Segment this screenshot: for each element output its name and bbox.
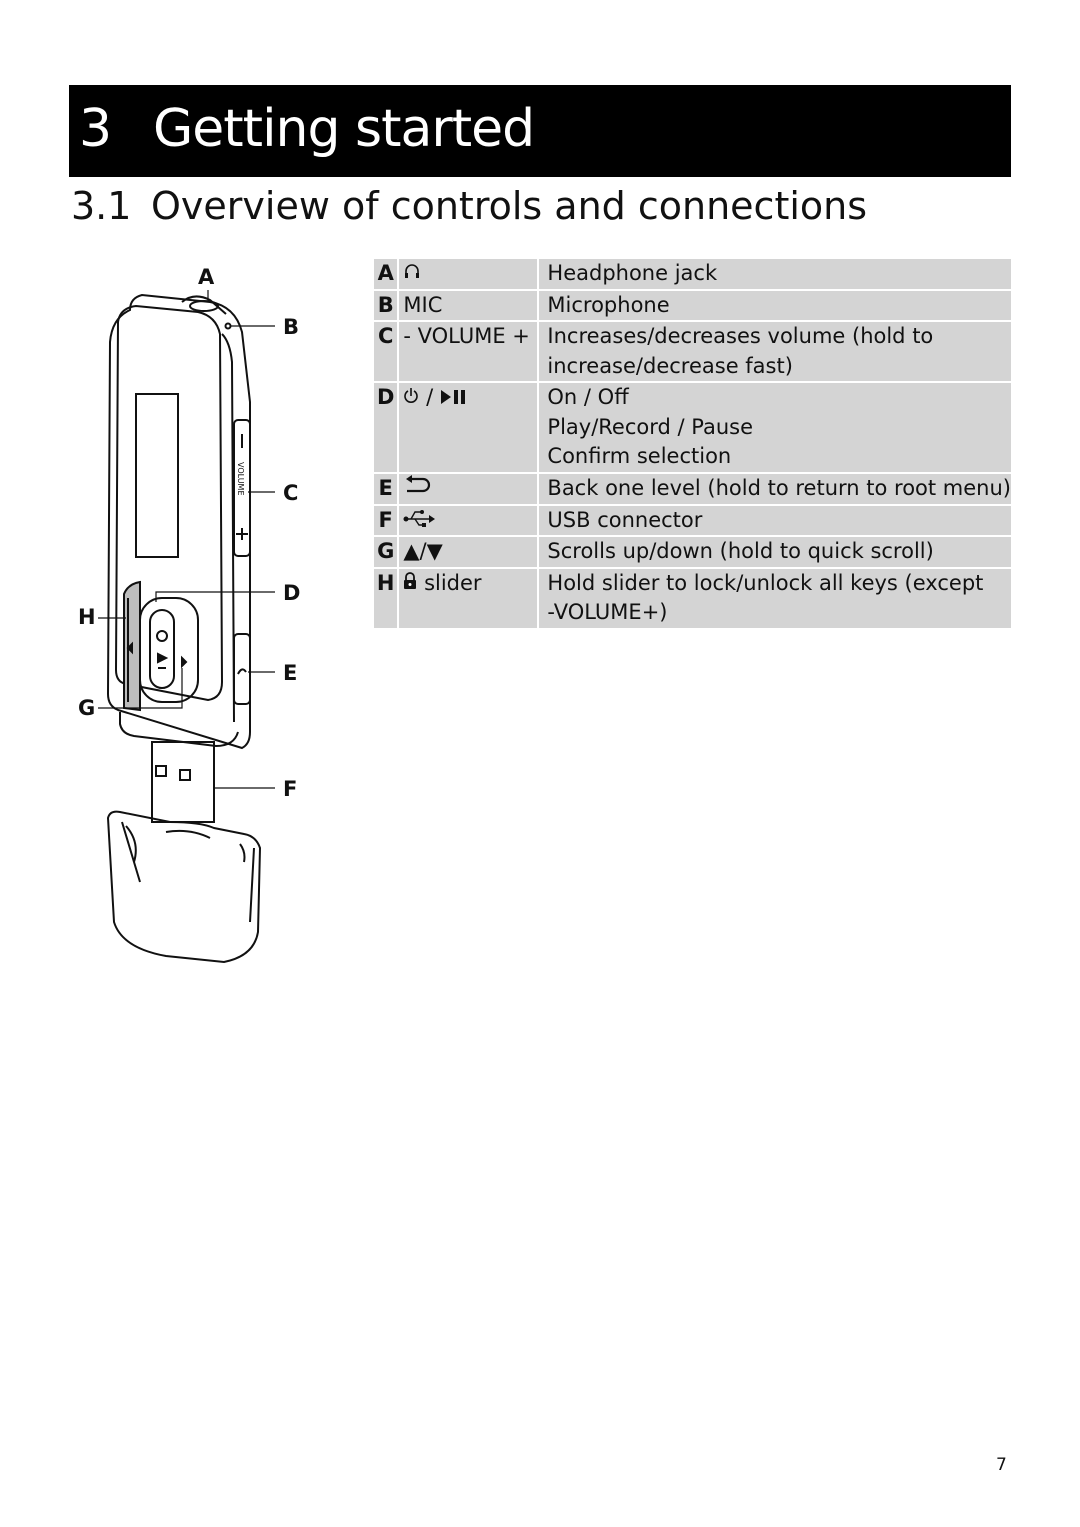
chapter-title: Getting started — [153, 99, 535, 159]
volume-rocker — [233, 419, 251, 557]
description-line: increase/decrease fast) — [547, 353, 793, 378]
row-control: slider — [398, 567, 540, 628]
row-control: MIC — [398, 289, 540, 323]
callout-g: G — [78, 696, 95, 720]
row-control — [398, 472, 540, 506]
description-line: Microphone — [547, 292, 670, 317]
table-row: F USB connector — [374, 504, 1011, 538]
row-description: Back one level (hold to return to root m… — [538, 472, 1011, 506]
table-row: A Headphone jack — [374, 259, 1011, 291]
chapter-number: 3 — [79, 99, 113, 159]
back-icon — [403, 474, 431, 504]
usb-icon — [403, 506, 436, 536]
callout-b: B — [283, 315, 299, 339]
power-icon — [403, 384, 419, 414]
callout-d: D — [283, 581, 300, 605]
row-key: D — [374, 382, 400, 474]
row-control: - VOLUME + — [398, 321, 540, 384]
callout-a: A — [198, 265, 215, 289]
table-row: G▲/▼ Scrolls up/down (hold to quick scrol… — [374, 536, 1011, 569]
row-key: A — [374, 259, 400, 291]
description-line: -VOLUME+) — [547, 600, 668, 625]
callout-h: H — [78, 605, 96, 629]
device-screen — [135, 393, 179, 558]
description-line: Headphone jack — [547, 261, 718, 285]
description-line: Scrolls up/down (hold to quick scroll) — [547, 539, 934, 564]
device-illustration: A B C D E F G H VOLUME — [78, 265, 300, 964]
control-label: MIC — [403, 292, 443, 317]
row-description: Scrolls up/down (hold to quick scroll) — [538, 536, 1011, 569]
row-key: H — [374, 567, 400, 628]
row-description: Increases/decreases volume (hold to incre… — [538, 321, 1011, 384]
table-row: C- VOLUME + Increases/decreases volume (h… — [374, 321, 1011, 384]
volume-label: VOLUME — [236, 462, 245, 496]
description-line: Hold slider to lock/unlock all keys (exc… — [547, 570, 984, 595]
control-label: - VOLUME + — [403, 324, 530, 349]
nav-pad — [139, 597, 199, 703]
description-line: Back one level (hold to return to root m… — [547, 475, 1011, 500]
table-row: H slider Hold slider to lock/unlock all k… — [374, 567, 1011, 628]
row-key: C — [374, 321, 400, 384]
row-key: G — [374, 536, 400, 569]
row-description: USB connector — [538, 504, 1011, 538]
row-control: / — [398, 382, 540, 474]
description-line: USB connector — [547, 507, 703, 532]
callout-f: F — [283, 777, 297, 801]
row-key: E — [374, 472, 400, 506]
section-title: Overview of controls and connections — [151, 184, 868, 228]
headphone-icon — [403, 259, 421, 289]
back-button — [233, 633, 251, 705]
control-label: / — [419, 385, 440, 410]
row-control — [398, 504, 540, 538]
description-line: Increases/decreases volume (hold to — [547, 324, 934, 349]
play-pause-icon — [440, 384, 468, 414]
section-number: 3.1 — [71, 184, 132, 228]
table-row: E Back one level (hold to return to root … — [374, 472, 1011, 506]
row-key: F — [374, 504, 400, 538]
device-body — [106, 293, 251, 750]
row-key: B — [374, 289, 400, 323]
chapter-heading: 3 Getting started — [69, 85, 1011, 177]
row-control: ▲/▼ — [398, 536, 540, 569]
callout-c: C — [283, 481, 298, 505]
control-label: slider — [417, 570, 482, 595]
lock-icon — [403, 569, 417, 599]
device-cap — [106, 810, 262, 964]
usb-plug — [151, 741, 215, 823]
play-button — [149, 609, 175, 689]
row-description: Hold slider to lock/unlock all keys (exc… — [538, 567, 1011, 628]
description-line: Confirm selection — [547, 444, 732, 469]
row-description: Microphone — [538, 289, 1011, 323]
description-line: Play/Record / Pause — [547, 414, 754, 439]
row-description: Headphone jack — [538, 259, 1011, 291]
section-heading: 3.1 Overview of controls and connections — [71, 180, 867, 232]
callout-e: E — [283, 661, 297, 685]
row-control — [398, 259, 540, 291]
description-line: On / Off — [547, 385, 629, 410]
page-number: 7 — [996, 1455, 1007, 1475]
control-label: ▲/▼ — [403, 539, 443, 564]
